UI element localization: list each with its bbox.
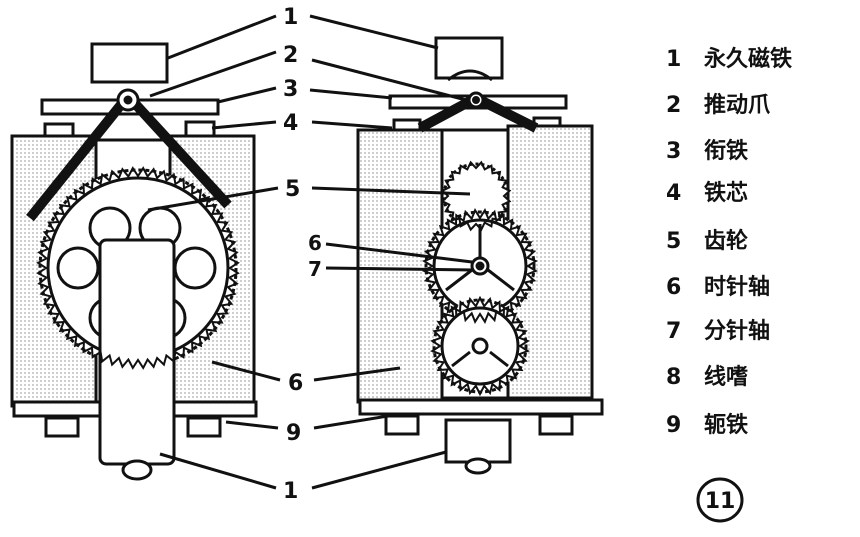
legend-num: 5 [666, 229, 681, 254]
legend-text: 轭铁 [704, 412, 748, 438]
right-assembly [356, 36, 604, 475]
callout-2: 2 [283, 43, 298, 68]
callout-6: 6 [308, 231, 322, 255]
legend-item: 8 线嗜 [666, 364, 748, 390]
callout-4: 4 [283, 111, 298, 136]
legend-item: 5 齿轮 [666, 228, 748, 254]
legend-item: 7 分针轴 [666, 318, 770, 344]
callout-3: 3 [283, 77, 298, 102]
gear-right-upper-teeth [422, 208, 538, 324]
yoke-right [358, 398, 604, 416]
legend-text: 分针轴 [704, 318, 770, 344]
gear-right-lower-teeth [430, 295, 530, 397]
legend-num: 4 [666, 181, 681, 206]
legend-text: 线嗜 [704, 364, 748, 390]
legend-item: 4 铁芯 [666, 180, 748, 206]
callout-5: 5 [285, 177, 300, 202]
legend-num: 3 [666, 139, 681, 164]
legend-item: 9 轭铁 [666, 412, 748, 438]
leader-lines [147, 14, 475, 490]
legend-item: 1 永久磁铁 [666, 46, 792, 72]
legend-num: 8 [666, 365, 681, 390]
gear-right-lower [432, 298, 528, 394]
callout-7: 7 [308, 257, 322, 281]
legend-text: 齿轮 [704, 228, 748, 254]
legend-item: 2 推动爪 [666, 93, 771, 118]
legend-num: 1 [666, 47, 681, 72]
legend-num: 6 [666, 275, 681, 300]
legend-item: 3 衔铁 [666, 138, 748, 164]
legend-text: 推动爪 [704, 93, 771, 118]
permanent-magnet-top-left [90, 42, 169, 84]
legend-text: 衔铁 [704, 138, 748, 164]
permanent-magnet-bottom-right [444, 418, 512, 464]
legend-num: 2 [666, 93, 681, 118]
legend-num: 7 [666, 319, 681, 344]
callout-1-bottom: 1 [283, 479, 298, 504]
gear-right-upper [424, 210, 536, 322]
callout-numbers: 1 2 3 4 5 6 9 1 6 7 [283, 5, 322, 504]
legend-num: 9 [666, 413, 681, 438]
legend-text: 铁芯 [704, 180, 748, 206]
gear-left-teeth [36, 166, 240, 370]
permanent-magnet-front [98, 238, 176, 466]
legend-text: 时针轴 [704, 274, 770, 300]
left-assembly [10, 42, 258, 481]
legend: 1 永久磁铁 2 推动爪 3 衔铁 4 铁芯 5 齿轮 6 时针轴 7 分针轴 … [666, 46, 792, 438]
figure-number: 11 [705, 489, 736, 514]
legend-text: 永久磁铁 [704, 46, 792, 72]
callout-1-top: 1 [283, 5, 298, 30]
callout-9: 9 [286, 421, 301, 446]
legend-item: 6 时针轴 [666, 274, 770, 300]
callout-8: 6 [288, 371, 303, 396]
figure-number-badge: 11 [696, 477, 744, 523]
gear-right-small-teeth [440, 160, 512, 232]
